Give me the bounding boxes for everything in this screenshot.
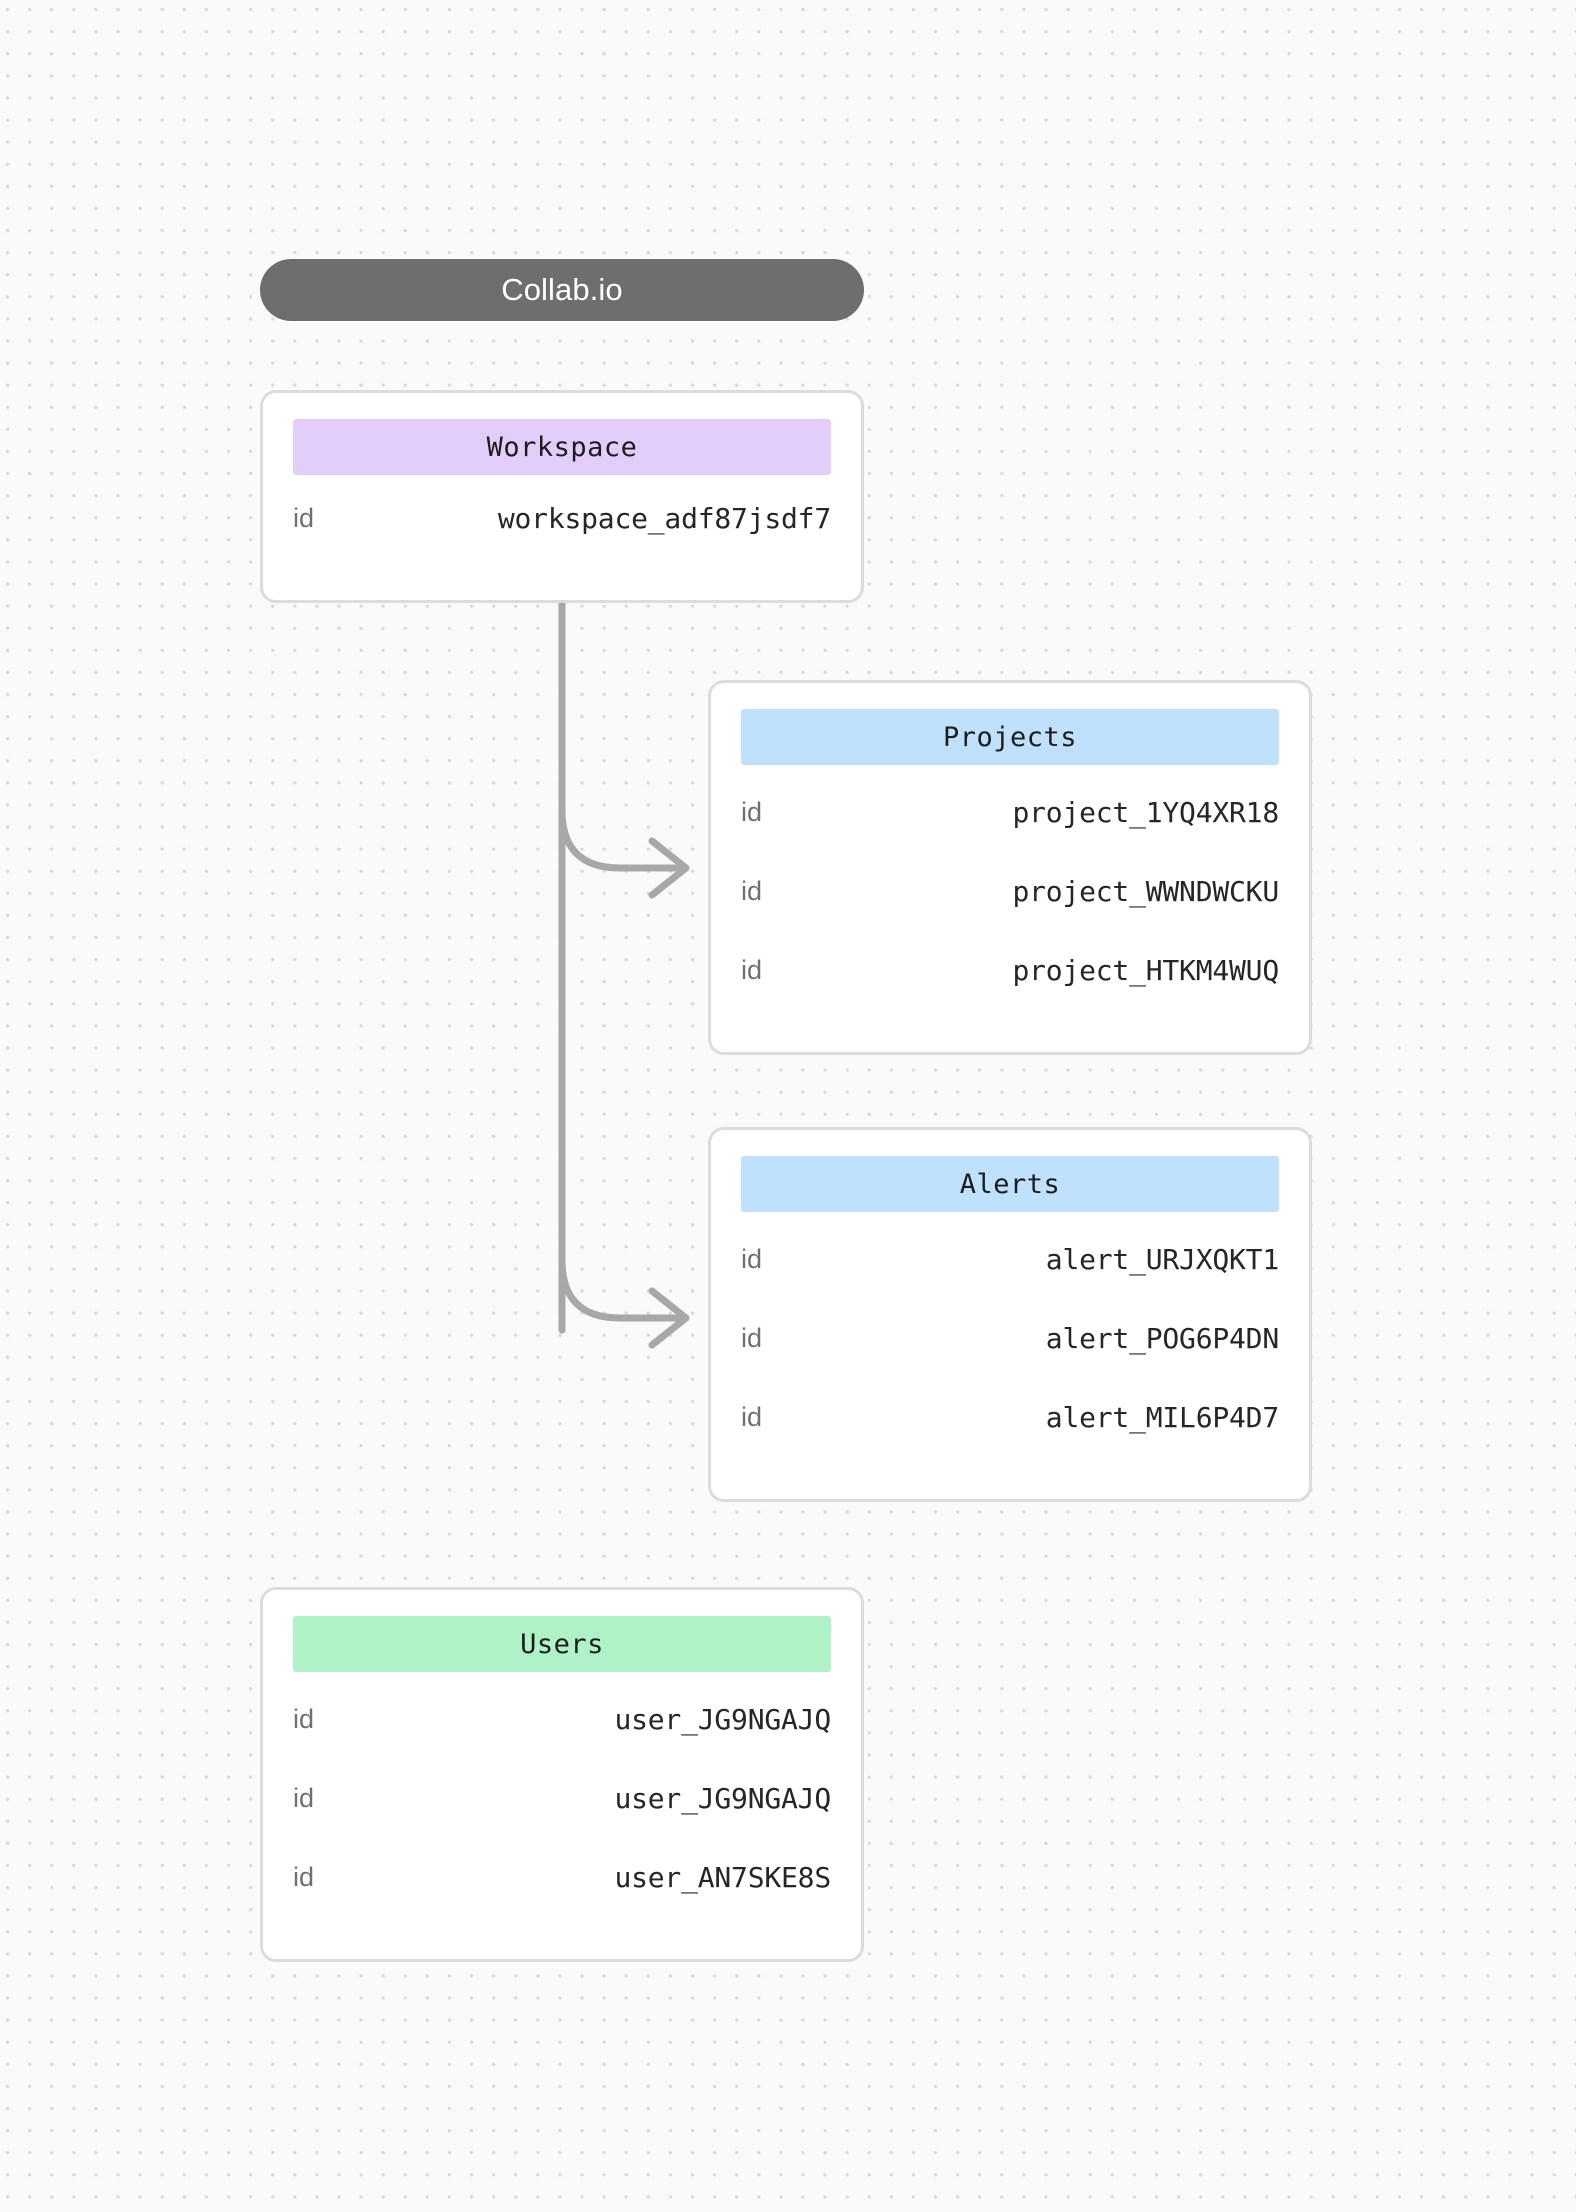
row-value: alert_MIL6P4D7 [1045,1401,1279,1434]
row-value: user_AN7SKE8S [614,1861,831,1894]
row-value: alert_URJXQKT1 [1045,1243,1279,1276]
row-key: id [293,1783,315,1813]
connector-workspace-to-alerts [558,1256,682,1322]
table-row[interactable]: id project_WWNDWCKU [741,852,1279,931]
entity-card-users[interactable]: Users id user_JG9NGAJQ id user_JG9NGAJQ … [260,1587,864,1962]
entity-rows-users: id user_JG9NGAJQ id user_JG9NGAJQ id use… [293,1680,831,1917]
row-value: user_JG9NGAJQ [614,1703,831,1736]
entity-header-alerts: Alerts [741,1156,1279,1212]
diagram-title-pill: Collab.io [260,259,864,321]
row-value: project_1YQ4XR18 [1012,796,1279,829]
row-value: user_JG9NGAJQ [614,1782,831,1815]
row-value: project_HTKM4WUQ [1012,954,1279,987]
row-key: id [741,955,763,985]
table-row[interactable]: id alert_URJXQKT1 [741,1220,1279,1299]
table-row[interactable]: id alert_MIL6P4D7 [741,1378,1279,1457]
entity-header-label: Users [520,1628,604,1660]
row-key: id [293,503,315,533]
connector-arrowhead-projects [648,837,690,899]
connector-workspace-to-projects [558,806,682,872]
entity-header-label: Projects [942,721,1078,753]
diagram-title-label: Collab.io [501,272,623,307]
row-key: id [293,1862,315,1892]
row-value: alert_POG6P4DN [1045,1322,1279,1355]
entity-header-users: Users [293,1616,831,1672]
row-key: id [293,1704,315,1734]
entity-card-workspace[interactable]: Workspace id workspace_adf87jsdf7 [260,390,864,603]
entity-card-projects[interactable]: Projects id project_1YQ4XR18 id project_… [708,680,1312,1055]
table-row[interactable]: id user_JG9NGAJQ [293,1680,831,1759]
entity-header-projects: Projects [741,709,1279,765]
entity-header-workspace: Workspace [293,419,831,475]
entity-card-alerts[interactable]: Alerts id alert_URJXQKT1 id alert_POG6P4… [708,1127,1312,1502]
row-value: workspace_adf87jsdf7 [497,502,831,535]
row-key: id [741,1402,763,1432]
entity-rows-alerts: id alert_URJXQKT1 id alert_POG6P4DN id a… [741,1220,1279,1457]
table-row[interactable]: id user_AN7SKE8S [293,1838,831,1917]
row-key: id [741,876,763,906]
row-key: id [741,1244,763,1274]
entity-rows-workspace: id workspace_adf87jsdf7 [293,479,831,558]
row-key: id [741,1323,763,1353]
table-row[interactable]: id alert_POG6P4DN [741,1299,1279,1378]
connector-arrowhead-alerts [648,1287,690,1349]
table-row[interactable]: id project_HTKM4WUQ [741,931,1279,1010]
row-value: project_WWNDWCKU [1012,875,1279,908]
entity-rows-projects: id project_1YQ4XR18 id project_WWNDWCKU … [741,773,1279,1010]
row-key: id [741,797,763,827]
table-row[interactable]: id project_1YQ4XR18 [741,773,1279,852]
table-row[interactable]: id user_JG9NGAJQ [293,1759,831,1838]
entity-header-label: Alerts [959,1168,1061,1200]
entity-header-label: Workspace [486,431,638,463]
table-row[interactable]: id workspace_adf87jsdf7 [293,479,831,558]
